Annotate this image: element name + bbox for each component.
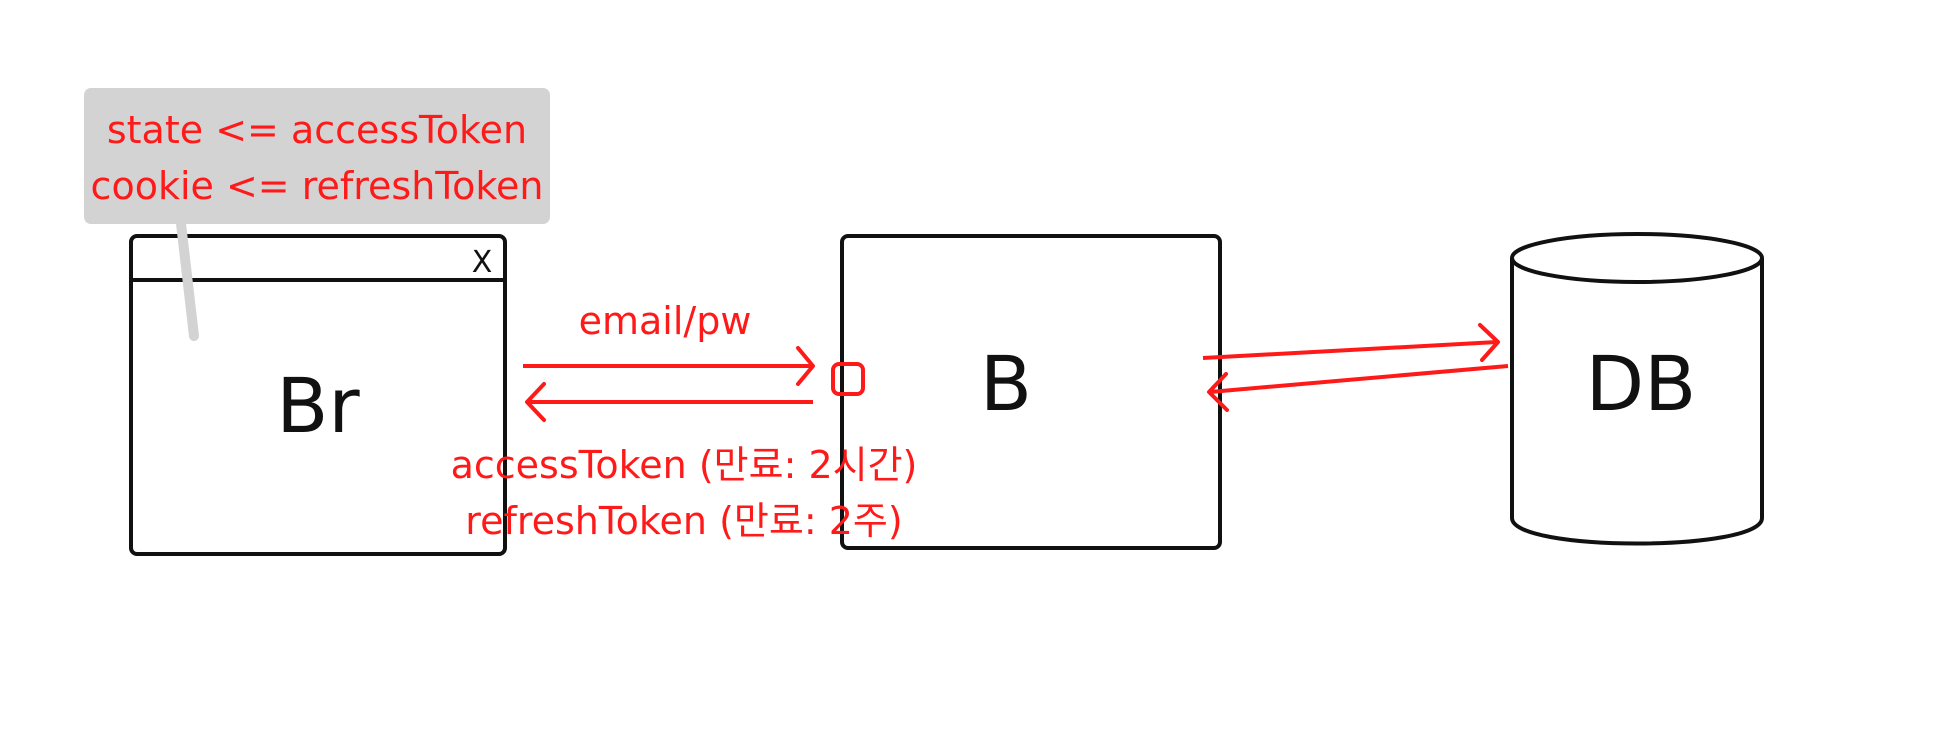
response-arrow — [525, 382, 813, 422]
database-top — [1510, 232, 1764, 284]
backend-server: B — [831, 234, 1222, 550]
backend-db-arrows — [1202, 323, 1509, 412]
note-line-state: state <= accessToken — [107, 108, 527, 152]
request-arrow — [523, 346, 815, 386]
database-body — [1510, 258, 1764, 546]
note-box — [84, 88, 550, 224]
browser-label: Br — [276, 361, 360, 450]
note-line-cookie: cookie <= refreshToken — [91, 164, 544, 208]
browser-backend-arrows: email/pw accessToken (만료: 2시간) refreshTo… — [451, 299, 918, 543]
request-label: email/pw — [579, 299, 752, 343]
backend-endpoint-port — [831, 362, 865, 396]
browser-window: X Br — [129, 234, 507, 556]
result-arrow — [1207, 364, 1509, 412]
query-arrow — [1202, 323, 1500, 362]
backend-label: B — [980, 339, 1032, 428]
browser-frame — [129, 234, 507, 556]
database-cylinder: DB — [1510, 232, 1764, 546]
response-label-access-token: accessToken (만료: 2시간) — [451, 443, 918, 487]
token-storage-note: state <= accessToken cookie <= refreshTo… — [84, 88, 550, 341]
note-pointer — [175, 210, 199, 341]
database-label: DB — [1586, 339, 1697, 428]
browser-close-icon: X — [472, 245, 493, 280]
response-label-refresh-token: refreshToken (만료: 2주) — [465, 499, 902, 543]
